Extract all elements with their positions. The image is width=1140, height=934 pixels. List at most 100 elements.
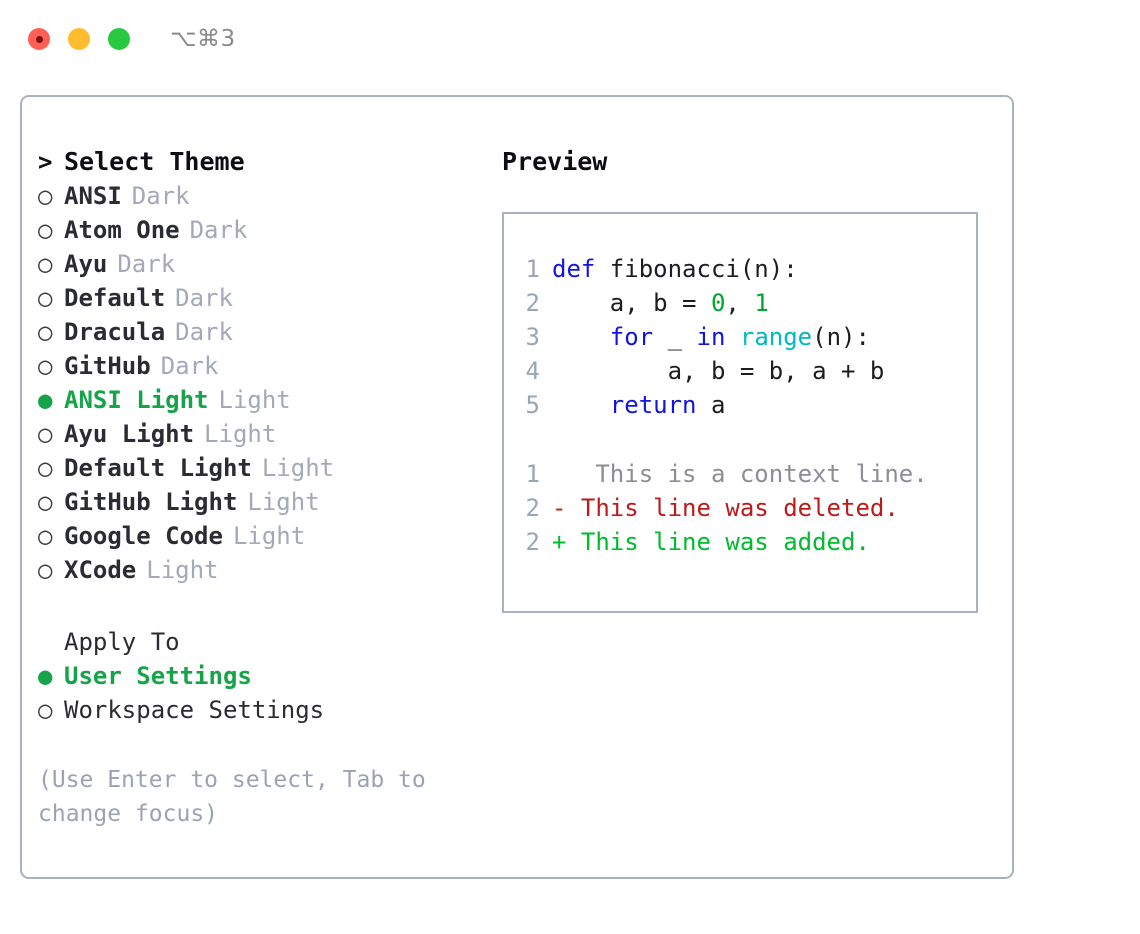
line-number: 2: [525, 528, 540, 556]
theme-name: XCode: [64, 556, 137, 584]
radio-unselected-icon: ○: [38, 284, 53, 312]
radio-unselected-icon: ○: [38, 318, 53, 346]
code-token: 1: [754, 289, 769, 317]
apply-to-label: Apply To: [64, 628, 180, 656]
code-token: return: [609, 391, 697, 419]
theme-variant-badge: Dark: [117, 250, 176, 278]
diff-text: This line was deleted.: [566, 494, 899, 522]
line-number: 2: [525, 289, 540, 317]
code-token: a, b =: [552, 289, 711, 317]
theme-name: Atom One: [64, 216, 180, 244]
line-number: 4: [525, 357, 540, 385]
diff-sign: +: [552, 528, 567, 556]
theme-variant-badge: Light: [218, 386, 291, 414]
select-theme-header: > Select Theme: [38, 145, 508, 179]
code-line: 2 a, b = 0, 1: [514, 286, 884, 320]
radio-unselected-icon: ○: [38, 522, 53, 550]
theme-list-item[interactable]: ○ Google Code Light: [38, 519, 508, 553]
theme-list-item[interactable]: ○ Ayu Dark: [38, 247, 508, 281]
diff-sign: -: [552, 494, 567, 522]
radio-unselected-icon: ○: [38, 556, 53, 584]
window-title-bar: ⌥⌘3: [0, 0, 1140, 78]
radio-selected-icon: ●: [38, 386, 53, 414]
diff-sample: 1 This is a context line.2- This line wa…: [514, 457, 928, 559]
maximize-button[interactable]: [108, 28, 130, 50]
theme-variant-badge: Light: [146, 556, 219, 584]
theme-list-item[interactable]: ● ANSI Light Light: [38, 383, 508, 417]
theme-variant-badge: Dark: [189, 216, 248, 244]
theme-variant-badge: Dark: [175, 284, 233, 312]
line-number: 2: [525, 494, 540, 522]
radio-unselected-icon: ○: [38, 696, 53, 724]
section-spacer: [38, 587, 508, 625]
diff-text: This is a context line.: [566, 460, 928, 488]
theme-name: ANSI: [64, 182, 122, 210]
caret-icon: >: [38, 148, 53, 176]
diff-line: 1 This is a context line.: [514, 457, 928, 491]
apply-to-option[interactable]: ○ Workspace Settings: [38, 693, 508, 727]
code-token: a: [696, 391, 726, 419]
radio-unselected-icon: ○: [38, 182, 53, 210]
theme-variant-badge: Light: [204, 420, 277, 448]
preview-title: Preview: [502, 147, 608, 176]
theme-name: GitHub Light: [64, 488, 238, 516]
theme-variant-badge: Light: [247, 488, 320, 516]
code-token: 0: [710, 289, 726, 317]
select-theme-title: Select Theme: [64, 147, 245, 176]
theme-list-item[interactable]: ○ ANSI Dark: [38, 179, 508, 213]
theme-variant-badge: Dark: [175, 318, 233, 346]
theme-variant-badge: Light: [232, 522, 306, 550]
code-token: range: [739, 323, 813, 351]
code-token: def: [552, 255, 610, 283]
theme-list-item[interactable]: ○ Dracula Dark: [38, 315, 508, 349]
theme-list-item[interactable]: ○ XCode Light: [38, 553, 508, 587]
theme-list-item[interactable]: ○ GitHub Light Light: [38, 485, 508, 519]
apply-to-option-label: Workspace Settings: [64, 696, 325, 724]
traffic-lights: [28, 28, 130, 50]
theme-name: Google Code: [64, 522, 223, 550]
theme-name: Ayu Light: [64, 420, 195, 448]
radio-unselected-icon: ○: [38, 216, 53, 244]
radio-unselected-icon: ○: [38, 250, 53, 278]
theme-list-item[interactable]: ○ Atom One Dark: [38, 213, 508, 247]
code-line: 4 a, b = b, a + b: [514, 354, 885, 388]
close-icon: [35, 35, 43, 43]
theme-list-item[interactable]: ○ Default Light Light: [38, 451, 508, 485]
theme-variant-badge: Light: [261, 454, 335, 482]
theme-variant-badge: Dark: [160, 352, 219, 380]
theme-name: Default: [64, 284, 166, 312]
apply-to-option-label: User Settings: [64, 662, 252, 690]
code-token: ,: [725, 289, 755, 317]
close-button[interactable]: [28, 28, 50, 50]
radio-unselected-icon: ○: [38, 454, 53, 482]
radio-unselected-icon: ○: [38, 488, 53, 516]
code-token: in: [696, 323, 726, 351]
apply-to-option[interactable]: ●User Settings: [38, 659, 508, 693]
code-line: 5 return a: [514, 388, 884, 422]
code-token: fibonacci(n):: [609, 255, 798, 283]
radio-unselected-icon: ○: [38, 352, 53, 380]
theme-name: ANSI Light: [64, 386, 209, 414]
code-token: [552, 323, 610, 351]
code-token: for: [609, 323, 654, 351]
theme-name: Default Light: [64, 454, 252, 482]
theme-name: Dracula: [64, 318, 166, 346]
code-token: [725, 323, 739, 351]
diff-text: This line was added.: [566, 528, 870, 556]
code-token: [552, 391, 610, 419]
theme-name: Ayu: [64, 250, 108, 278]
keyboard-shortcut-label: ⌥⌘3: [170, 26, 236, 52]
theme-variant-badge: Dark: [131, 182, 190, 210]
minimize-button[interactable]: [68, 28, 90, 50]
theme-list-item[interactable]: ○ Default Dark: [38, 281, 508, 315]
diff-line: 2- This line was deleted.: [514, 491, 928, 525]
